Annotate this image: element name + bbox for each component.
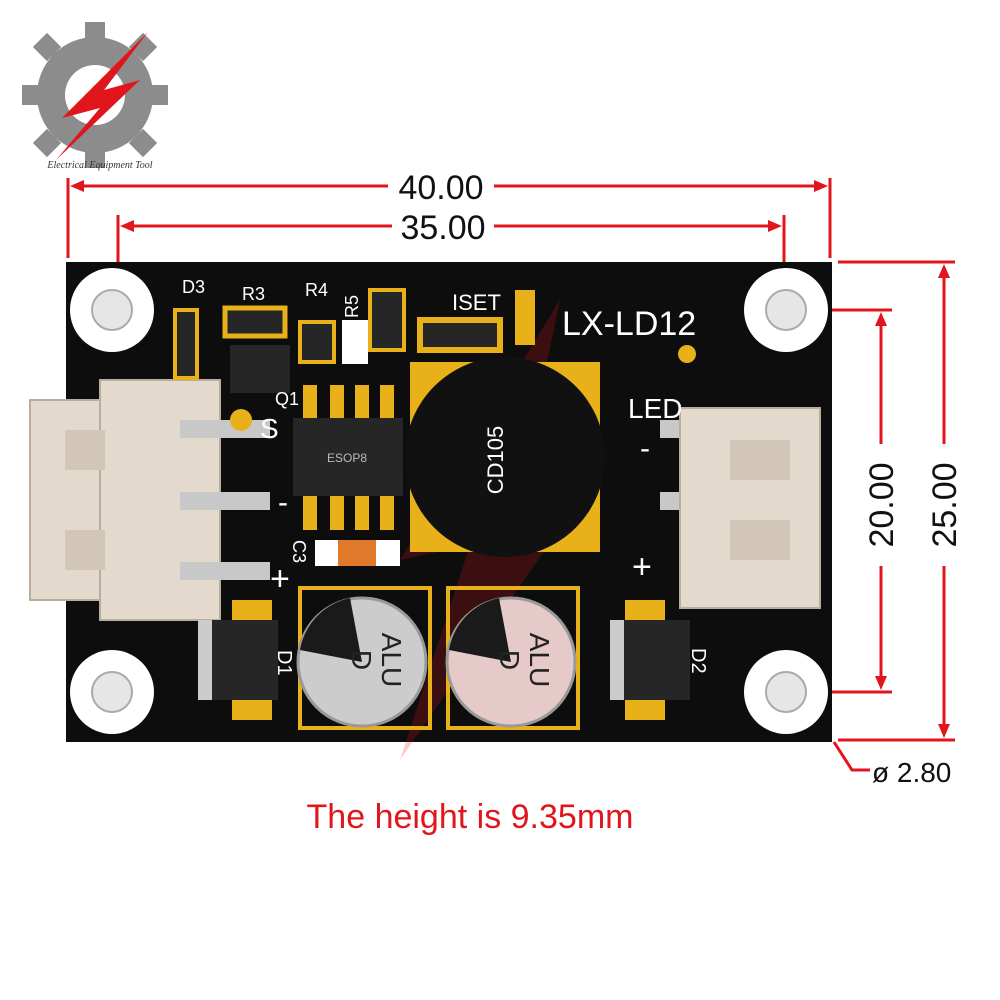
height-caption: The height is 9.35mm (306, 798, 634, 836)
output-minus-label: - (640, 432, 650, 465)
lightning-icon (56, 32, 148, 160)
board-width-label: 40.00 (398, 169, 483, 207)
input-minus-label: - (278, 486, 288, 519)
capacitor-right (445, 586, 580, 730)
output-connector (660, 407, 821, 609)
c3-label: C3 (289, 540, 309, 563)
input-connector (29, 379, 270, 621)
model-label: LX-LD12 (562, 305, 696, 343)
capacitor-left (296, 586, 432, 730)
r4-label: R4 (305, 280, 328, 300)
brand-logo (22, 22, 168, 168)
inductor (405, 357, 605, 557)
iset-resistor (417, 317, 503, 353)
hole-spacing-x-label: 35.00 (400, 209, 485, 247)
inductor-label: CD105 (483, 426, 508, 494)
capacitor-right-label: ALU (524, 633, 555, 687)
input-plus-label: + (270, 560, 290, 598)
pad-dot (678, 345, 696, 363)
d1-label: D1 (273, 650, 295, 676)
input-s-label: S (260, 413, 279, 444)
mounting-holes (70, 268, 828, 734)
capacitor-left-label-d: D (346, 650, 377, 670)
board-height-label: 25.00 (926, 462, 964, 547)
q1-label: Q1 (275, 389, 299, 409)
iset-label: ISET (452, 290, 501, 315)
hole-diameter-label: ø 2.80 (872, 757, 951, 788)
ic-label: ESOP8 (327, 451, 367, 465)
smd-components (173, 288, 535, 566)
output-plus-label: + (632, 548, 652, 586)
r3-label: R3 (242, 284, 265, 304)
hole-spacing-y-label: 20.00 (863, 462, 901, 547)
d3-label: D3 (182, 277, 205, 297)
capacitor-left-label: ALU (376, 633, 407, 687)
ic-chip (293, 385, 403, 530)
diode-d2 (610, 600, 690, 720)
gear-icon (22, 22, 168, 168)
diode-d1 (198, 600, 278, 720)
d2-label: D2 (687, 648, 709, 674)
r5-label: R5 (342, 295, 362, 318)
capacitor-right-label-d: D (494, 650, 525, 670)
brand-tagline: Electrical Equipment Tool (47, 160, 153, 171)
dimension-lines (66, 178, 955, 772)
led-label: LED (628, 393, 682, 424)
